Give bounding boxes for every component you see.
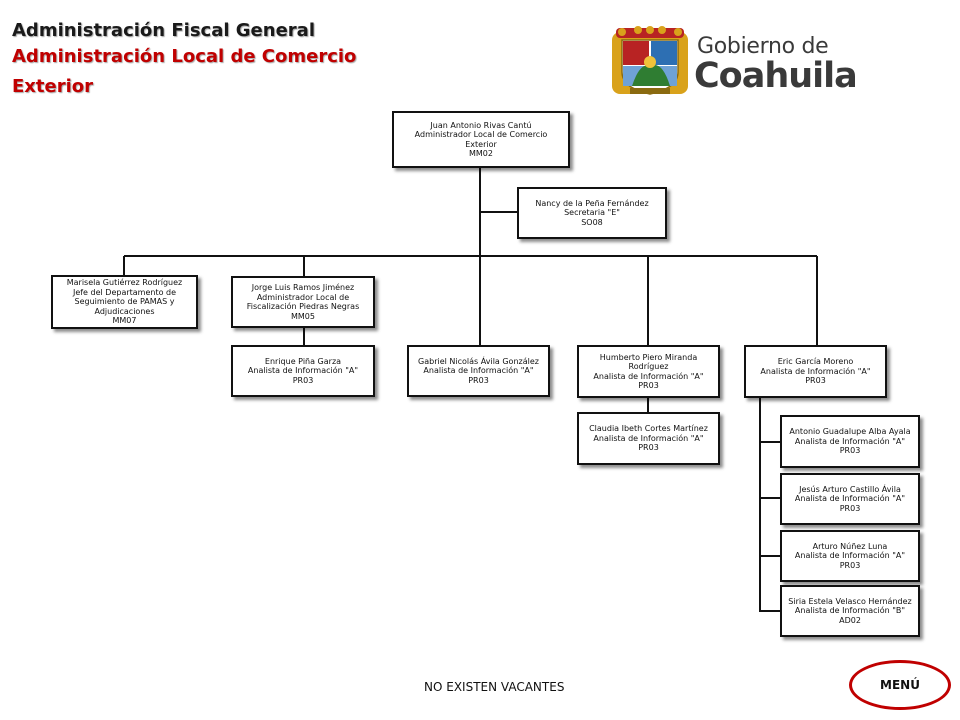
page-subtitle: Administración Local de Comercio xyxy=(12,46,357,67)
node-code: MM02 xyxy=(469,149,493,158)
menu-button[interactable]: MENÚ xyxy=(849,660,951,710)
node-role: Secretaria "E" xyxy=(564,208,620,218)
node-code: AD02 xyxy=(839,615,861,625)
page-title: Administración Fiscal General xyxy=(12,20,315,41)
node-name: Antonio Guadalupe Alba Ayala xyxy=(789,427,911,437)
node-code: PR03 xyxy=(292,375,314,385)
node-role: Administrador Local de Comercio Exterior xyxy=(414,130,548,149)
node-code: PR03 xyxy=(839,446,861,456)
node-role: Analista de Información "A" xyxy=(593,433,704,443)
node-code: PR03 xyxy=(839,503,861,513)
node-name: Jesús Arturo Castillo Ávila xyxy=(799,484,901,494)
node-code: PR03 xyxy=(805,376,826,386)
node-name: Siria Estela Velasco Hernández xyxy=(788,596,912,606)
logo-text-coahuila: Coahuila xyxy=(694,56,858,96)
org-node-antonio: Antonio Guadalupe Alba Ayala Analista de… xyxy=(780,415,920,468)
node-name: Marisela Gutiérrez Rodríguez xyxy=(66,278,183,288)
node-name: Nancy de la Peña Fernández xyxy=(535,198,649,208)
org-node-siria: Siria Estela Velasco Hernández Analista … xyxy=(780,585,920,637)
node-role: Jefe del Departamento de Seguimiento de … xyxy=(72,287,177,316)
node-code: PR03 xyxy=(638,381,659,390)
node-role: Analista de Información "A" xyxy=(794,436,906,446)
node-role: Analista de Información "A" xyxy=(593,371,704,381)
page-subtitle-continued: Exterior xyxy=(12,76,94,97)
node-role: Analista de Información "A" xyxy=(423,366,534,376)
org-node-admin: Juan Antonio Rivas Cantú Administrador L… xyxy=(392,111,570,168)
logo-text-gobierno: Gobierno de xyxy=(697,34,829,59)
vacancy-status: NO EXISTEN VACANTES xyxy=(424,680,565,694)
org-node-jesus: Jesús Arturo Castillo Ávila Analista de … xyxy=(780,473,920,525)
node-name: Arturo Núñez Luna xyxy=(812,541,888,551)
node-role: Analista de Información "A" xyxy=(760,366,871,376)
node-name: Claudia Ibeth Cortes Martínez xyxy=(589,424,708,434)
node-role: Analista de Información "B" xyxy=(794,606,906,616)
node-name: Gabriel Nicolás Ávila González xyxy=(418,356,539,366)
org-node-enrique: Enrique Piña Garza Analista de Informaci… xyxy=(231,345,375,397)
node-role: Analista de Información "A" xyxy=(794,494,906,504)
node-role: Administrador Local de Fiscalización Pie… xyxy=(246,292,360,312)
org-node-marisela: Marisela Gutiérrez Rodríguez Jefe del De… xyxy=(51,275,198,329)
node-code: MM07 xyxy=(112,316,137,326)
node-code: MM05 xyxy=(291,311,315,321)
org-node-humberto: Humberto Piero Miranda Rodríguez Analist… xyxy=(577,345,720,398)
gobierno-coahuila-logo: Gobierno de Coahuila xyxy=(584,16,884,126)
node-name: Humberto Piero Miranda Rodríguez xyxy=(599,352,698,372)
node-name: Eric García Moreno xyxy=(777,357,854,367)
org-node-secretaria: Nancy de la Peña Fernández Secretaria "E… xyxy=(517,187,667,239)
node-name: Enrique Piña Garza xyxy=(264,356,342,366)
node-name: Jorge Luis Ramos Jiménez xyxy=(251,283,355,292)
coat-of-arms-icon xyxy=(612,26,688,95)
org-node-eric: Eric García Moreno Analista de Informaci… xyxy=(744,345,887,398)
org-node-arturo: Arturo Núñez Luna Analista de Informació… xyxy=(780,530,920,582)
org-node-gabriel: Gabriel Nicolás Ávila González Analista … xyxy=(407,345,550,397)
org-node-jorge: Jorge Luis Ramos Jiménez Administrador L… xyxy=(231,276,375,328)
org-node-claudia: Claudia Ibeth Cortes Martínez Analista d… xyxy=(577,412,720,465)
node-name: Juan Antonio Rivas Cantú xyxy=(430,120,532,130)
node-code: PR03 xyxy=(638,443,659,453)
node-code: PR03 xyxy=(839,560,861,570)
node-code: PR03 xyxy=(468,375,489,385)
node-code: SO08 xyxy=(581,217,603,227)
node-role: Analista de Información "A" xyxy=(247,366,359,376)
node-role: Analista de Información "A" xyxy=(794,551,906,561)
